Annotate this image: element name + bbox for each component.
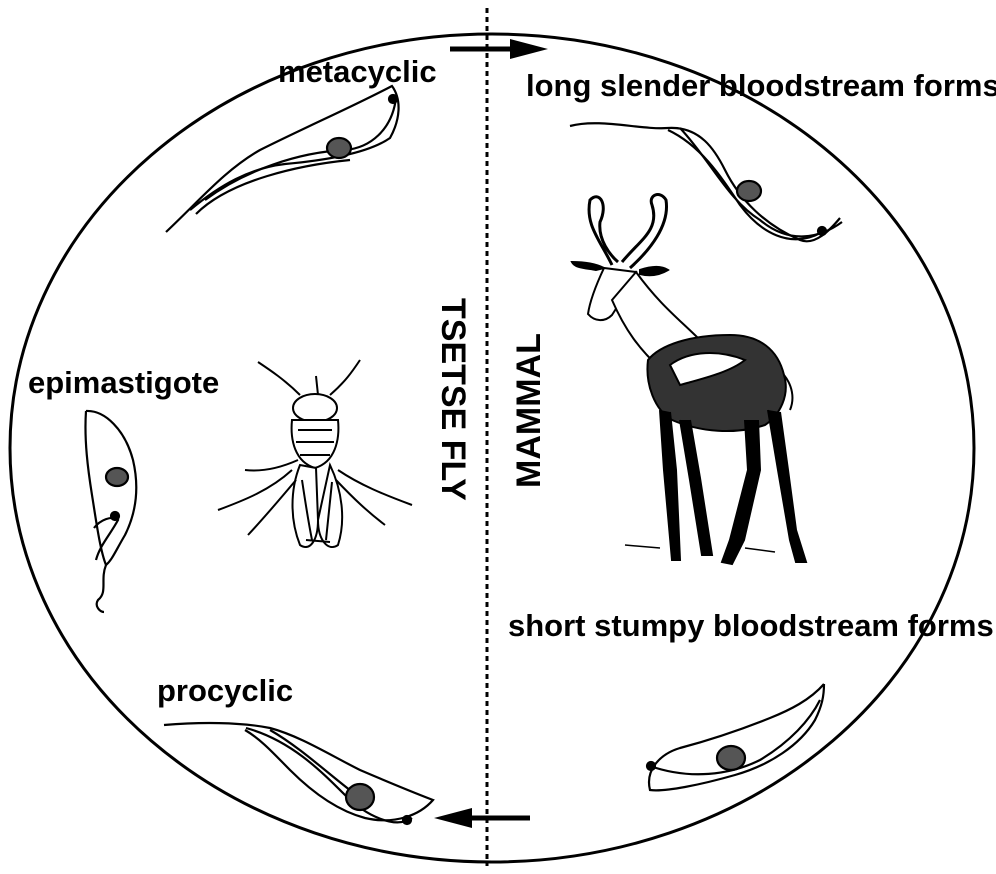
- long-slender-trypanosome-icon: [570, 123, 842, 241]
- procyclic-trypanosome-icon: [164, 723, 433, 824]
- cycle-circle: [10, 34, 974, 862]
- metacyclic-label: metacyclic: [278, 54, 437, 89]
- short-stumpy-label: short stumpy bloodstream forms: [508, 608, 994, 643]
- epimastigote-label: epimastigote: [28, 365, 219, 400]
- mammal-label: MAMMAL: [510, 333, 548, 488]
- metacyclic-trypanosome-icon: [166, 86, 399, 232]
- procyclic-label: procyclic: [157, 673, 293, 708]
- antelope-icon: [572, 195, 806, 564]
- long-slender-label: long slender bloodstream forms: [526, 68, 996, 103]
- epimastigote-trypanosome-icon: [85, 411, 136, 612]
- arrow-right-icon: [450, 39, 548, 59]
- tsetse-fly-icon: [218, 360, 412, 547]
- tsetse-fly-label: TSETSE FLY: [434, 298, 472, 501]
- arrow-left-icon: [434, 808, 530, 828]
- short-stumpy-trypanosome-icon: [647, 684, 824, 790]
